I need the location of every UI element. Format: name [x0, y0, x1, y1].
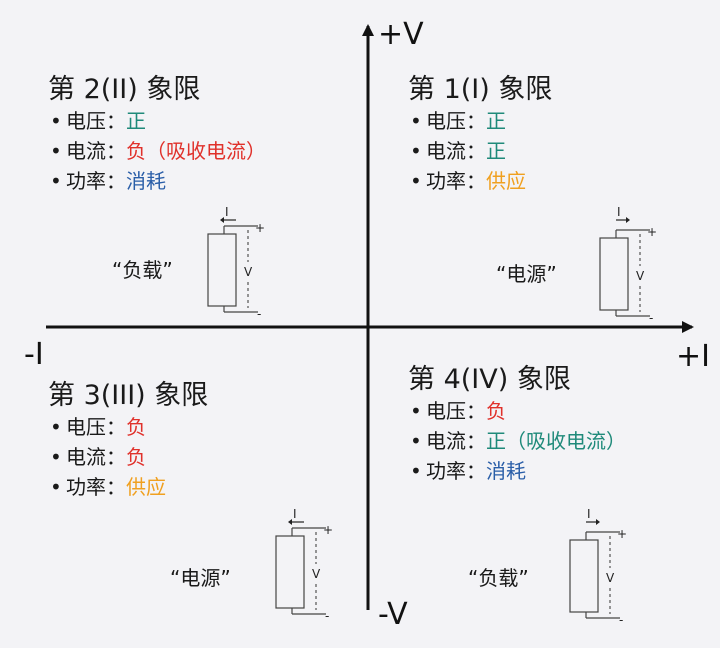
quadrant-4: 第 4(IV) 象限 •电压：负 •电流：正（吸收电流） •功率：消耗: [408, 364, 626, 486]
cell-symbol-q3: I + V -: [272, 507, 334, 622]
power-label: 功率：: [426, 459, 486, 483]
voltage-label: 电压：: [66, 109, 126, 133]
bullet: •: [410, 429, 422, 453]
bullet: •: [410, 169, 422, 193]
bullet: •: [50, 169, 62, 193]
current-row: •电流：正: [410, 136, 552, 166]
power-row: •功率：供应: [50, 472, 208, 502]
voltage-value: 负: [486, 399, 506, 423]
current-label: 电流：: [66, 445, 126, 469]
power-row: •功率：消耗: [50, 166, 266, 196]
current-value: 正: [486, 139, 506, 163]
current-row: •电流：正（吸收电流）: [410, 426, 626, 456]
bullet: •: [410, 109, 422, 133]
voltage-row: •电压：正: [410, 106, 552, 136]
cell-drawing: [207, 217, 258, 313]
role-label-q1: “电源”: [496, 262, 557, 286]
current-label: 电流：: [66, 139, 126, 163]
minus-symbol: -: [649, 311, 654, 325]
bullet: •: [50, 445, 62, 469]
power-label: 功率：: [426, 169, 486, 193]
voltage-label: 电压：: [66, 415, 126, 439]
minus-symbol: -: [325, 609, 330, 623]
power-row: •功率：消耗: [410, 456, 626, 486]
voltage-symbol: V: [636, 269, 645, 283]
bullet: •: [50, 139, 62, 163]
cell-symbol-q1: I + V -: [596, 205, 658, 324]
axis-label-pos-i: +I: [676, 339, 710, 374]
voltage-label: 电压：: [426, 109, 486, 133]
cell-drawing: [599, 217, 650, 317]
cell-symbol-q2: I + V -: [204, 205, 266, 320]
power-row: •功率：供应: [410, 166, 552, 196]
bullet: •: [410, 399, 422, 423]
power-value: 供应: [486, 169, 526, 193]
voltage-symbol: V: [606, 571, 615, 585]
axis-label-neg-v: -V: [378, 597, 408, 632]
quadrant-title: 第 2(II) 象限: [48, 74, 201, 105]
voltage-value: 负: [126, 415, 146, 439]
power-value: 供应: [126, 475, 166, 499]
current-symbol: I: [293, 507, 297, 521]
role-label-q2: “负载”: [112, 258, 173, 282]
current-value: 负: [126, 445, 146, 469]
axis-label-pos-v: +V: [378, 17, 424, 52]
role-label-q4: “负载”: [468, 566, 529, 590]
current-symbol: I: [225, 205, 229, 219]
plus-symbol: +: [617, 527, 628, 541]
current-symbol: I: [587, 507, 591, 521]
power-label: 功率：: [66, 475, 126, 499]
voltage-label: 电压：: [426, 399, 486, 423]
voltage-value: 正: [126, 109, 146, 133]
current-symbol: I: [617, 205, 621, 219]
current-row: •电流：负（吸收电流）: [50, 136, 266, 166]
axis-label-neg-i: -I: [24, 337, 44, 372]
cell-drawing: [569, 519, 620, 619]
cell-drawing: [275, 519, 326, 615]
quadrant-title: 第 3(III) 象限: [48, 380, 209, 411]
current-label: 电流：: [426, 429, 486, 453]
quadrant-title: 第 1(I) 象限: [408, 74, 553, 105]
plus-symbol: +: [255, 221, 266, 235]
bullet: •: [50, 415, 62, 439]
quadrant-1: 第 1(I) 象限 •电压：正 •电流：正 •功率：供应: [408, 74, 552, 196]
quadrant-2: 第 2(II) 象限 •电压：正 •电流：负（吸收电流） •功率：消耗: [48, 74, 266, 196]
bullet: •: [410, 139, 422, 163]
quadrant-title: 第 4(IV) 象限: [408, 364, 571, 395]
plus-symbol: +: [323, 523, 334, 537]
current-value: 正（吸收电流）: [486, 429, 626, 453]
power-label: 功率：: [66, 169, 126, 193]
voltage-symbol: V: [312, 567, 321, 581]
bullet: •: [50, 475, 62, 499]
voltage-row: •电压：负: [50, 412, 208, 442]
minus-symbol: -: [619, 613, 624, 627]
current-value: 负（吸收电流）: [126, 139, 266, 163]
role-label-q3: “电源”: [170, 566, 231, 590]
minus-symbol: -: [257, 307, 262, 321]
voltage-row: •电压：正: [50, 106, 266, 136]
voltage-value: 正: [486, 109, 506, 133]
voltage-row: •电压：负: [410, 396, 626, 426]
power-value: 消耗: [126, 169, 166, 193]
bullet: •: [50, 109, 62, 133]
cell-symbol-q4: I + V -: [566, 507, 628, 626]
bullet: •: [410, 459, 422, 483]
current-row: •电流：负: [50, 442, 208, 472]
quadrant-3: 第 3(III) 象限 •电压：负 •电流：负 •功率：供应: [48, 380, 208, 502]
plus-symbol: +: [647, 225, 658, 239]
current-label: 电流：: [426, 139, 486, 163]
voltage-symbol: V: [244, 265, 253, 279]
power-value: 消耗: [486, 459, 526, 483]
